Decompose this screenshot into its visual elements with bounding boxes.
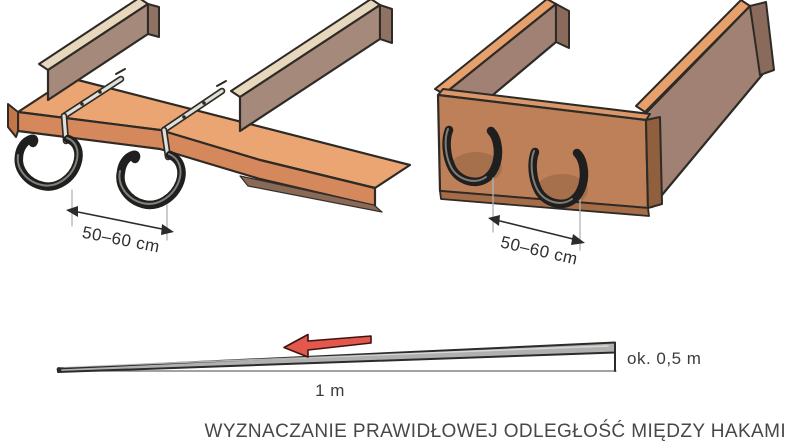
figure-caption: WYZNACZANIE PRAWIDŁOWEJ ODLEGŁOŚĆ MIĘDZY… [204, 421, 786, 442]
gutter-hook-4 [528, 147, 589, 209]
slope-drop-label: ok. 0,5 m [627, 349, 701, 368]
rafter-board-right [230, 0, 393, 133]
hooks-on-roof-boards-illustration: 50–60 cm [7, 0, 412, 257]
panel-under-shadow [239, 175, 383, 213]
flow-direction-arrow [283, 333, 372, 358]
strap-screw [80, 102, 84, 106]
dimension-arrow [499, 220, 574, 240]
gutter-hook-3 [442, 125, 503, 187]
arrowhead-icon [161, 224, 174, 235]
arrowhead-icon [488, 215, 500, 226]
slope-bar-end [56, 367, 62, 372]
gutter-hook-1 [14, 134, 83, 191]
strap-screw [182, 115, 186, 119]
dimension-label-left: 50–60 cm [81, 223, 162, 257]
rafter-board-left [38, 0, 160, 102]
hooks-on-fascia-illustration: 50–60 cm [434, 0, 775, 269]
gutter-slope-diagram: 1 m ok. 0,5 m [56, 333, 701, 400]
strap-screw [202, 101, 206, 105]
slope-length-label: 1 m [315, 381, 345, 400]
panel-left-end-lip [7, 103, 19, 138]
fascia-plank-right [635, 0, 775, 209]
strap-screw [98, 90, 102, 94]
arrowhead-icon [66, 206, 78, 217]
dimension-arrow [77, 211, 163, 230]
gutter-hook-2 [116, 150, 186, 210]
arrowhead-icon [571, 234, 585, 245]
